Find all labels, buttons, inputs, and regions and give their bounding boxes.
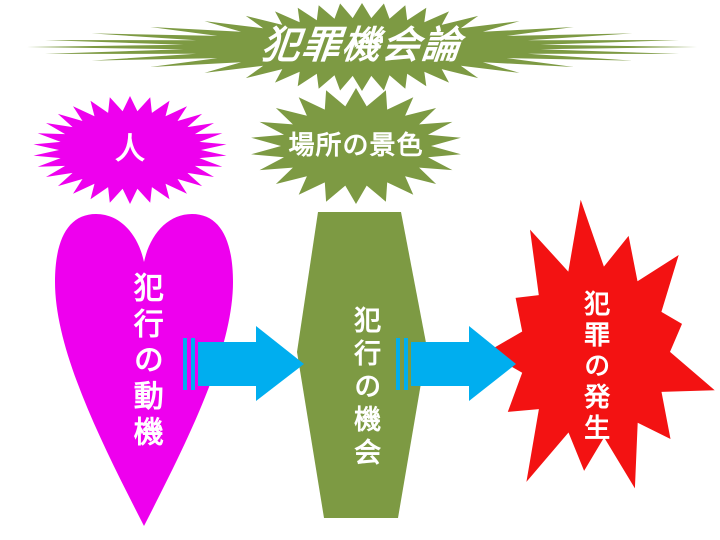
opportunity-label: 犯行の機会 [349, 305, 381, 471]
title-banner-label: 犯罪機会論 [259, 23, 465, 68]
opportunity-hexagon-shape [297, 212, 427, 518]
person-burst-shape [33, 96, 227, 204]
arrow-speedline-icon [404, 338, 408, 390]
person-label: 人 [115, 132, 145, 168]
occurrence-explosion-shape [486, 199, 715, 489]
arrow-body [198, 342, 256, 386]
occurrence-label: 犯罪の発生 [579, 289, 610, 445]
flow-arrow-opportunity-to-occurrence [396, 326, 516, 401]
flow-arrow-motive-to-opportunity [183, 326, 304, 401]
arrow-body [411, 342, 469, 386]
motive-heart-shape [55, 214, 233, 526]
arrow-head-icon [256, 326, 304, 401]
arrow-speedline-icon [396, 338, 400, 390]
arrow-head-icon [469, 326, 516, 401]
motive-label: 犯行の動機 [127, 272, 163, 452]
place-burst-shape [251, 88, 461, 204]
place-label: 場所の景色 [288, 131, 424, 162]
title-banner-burst-shape [27, 3, 697, 91]
arrow-speedline-icon [183, 338, 187, 390]
arrow-speedline-icon [191, 338, 195, 390]
